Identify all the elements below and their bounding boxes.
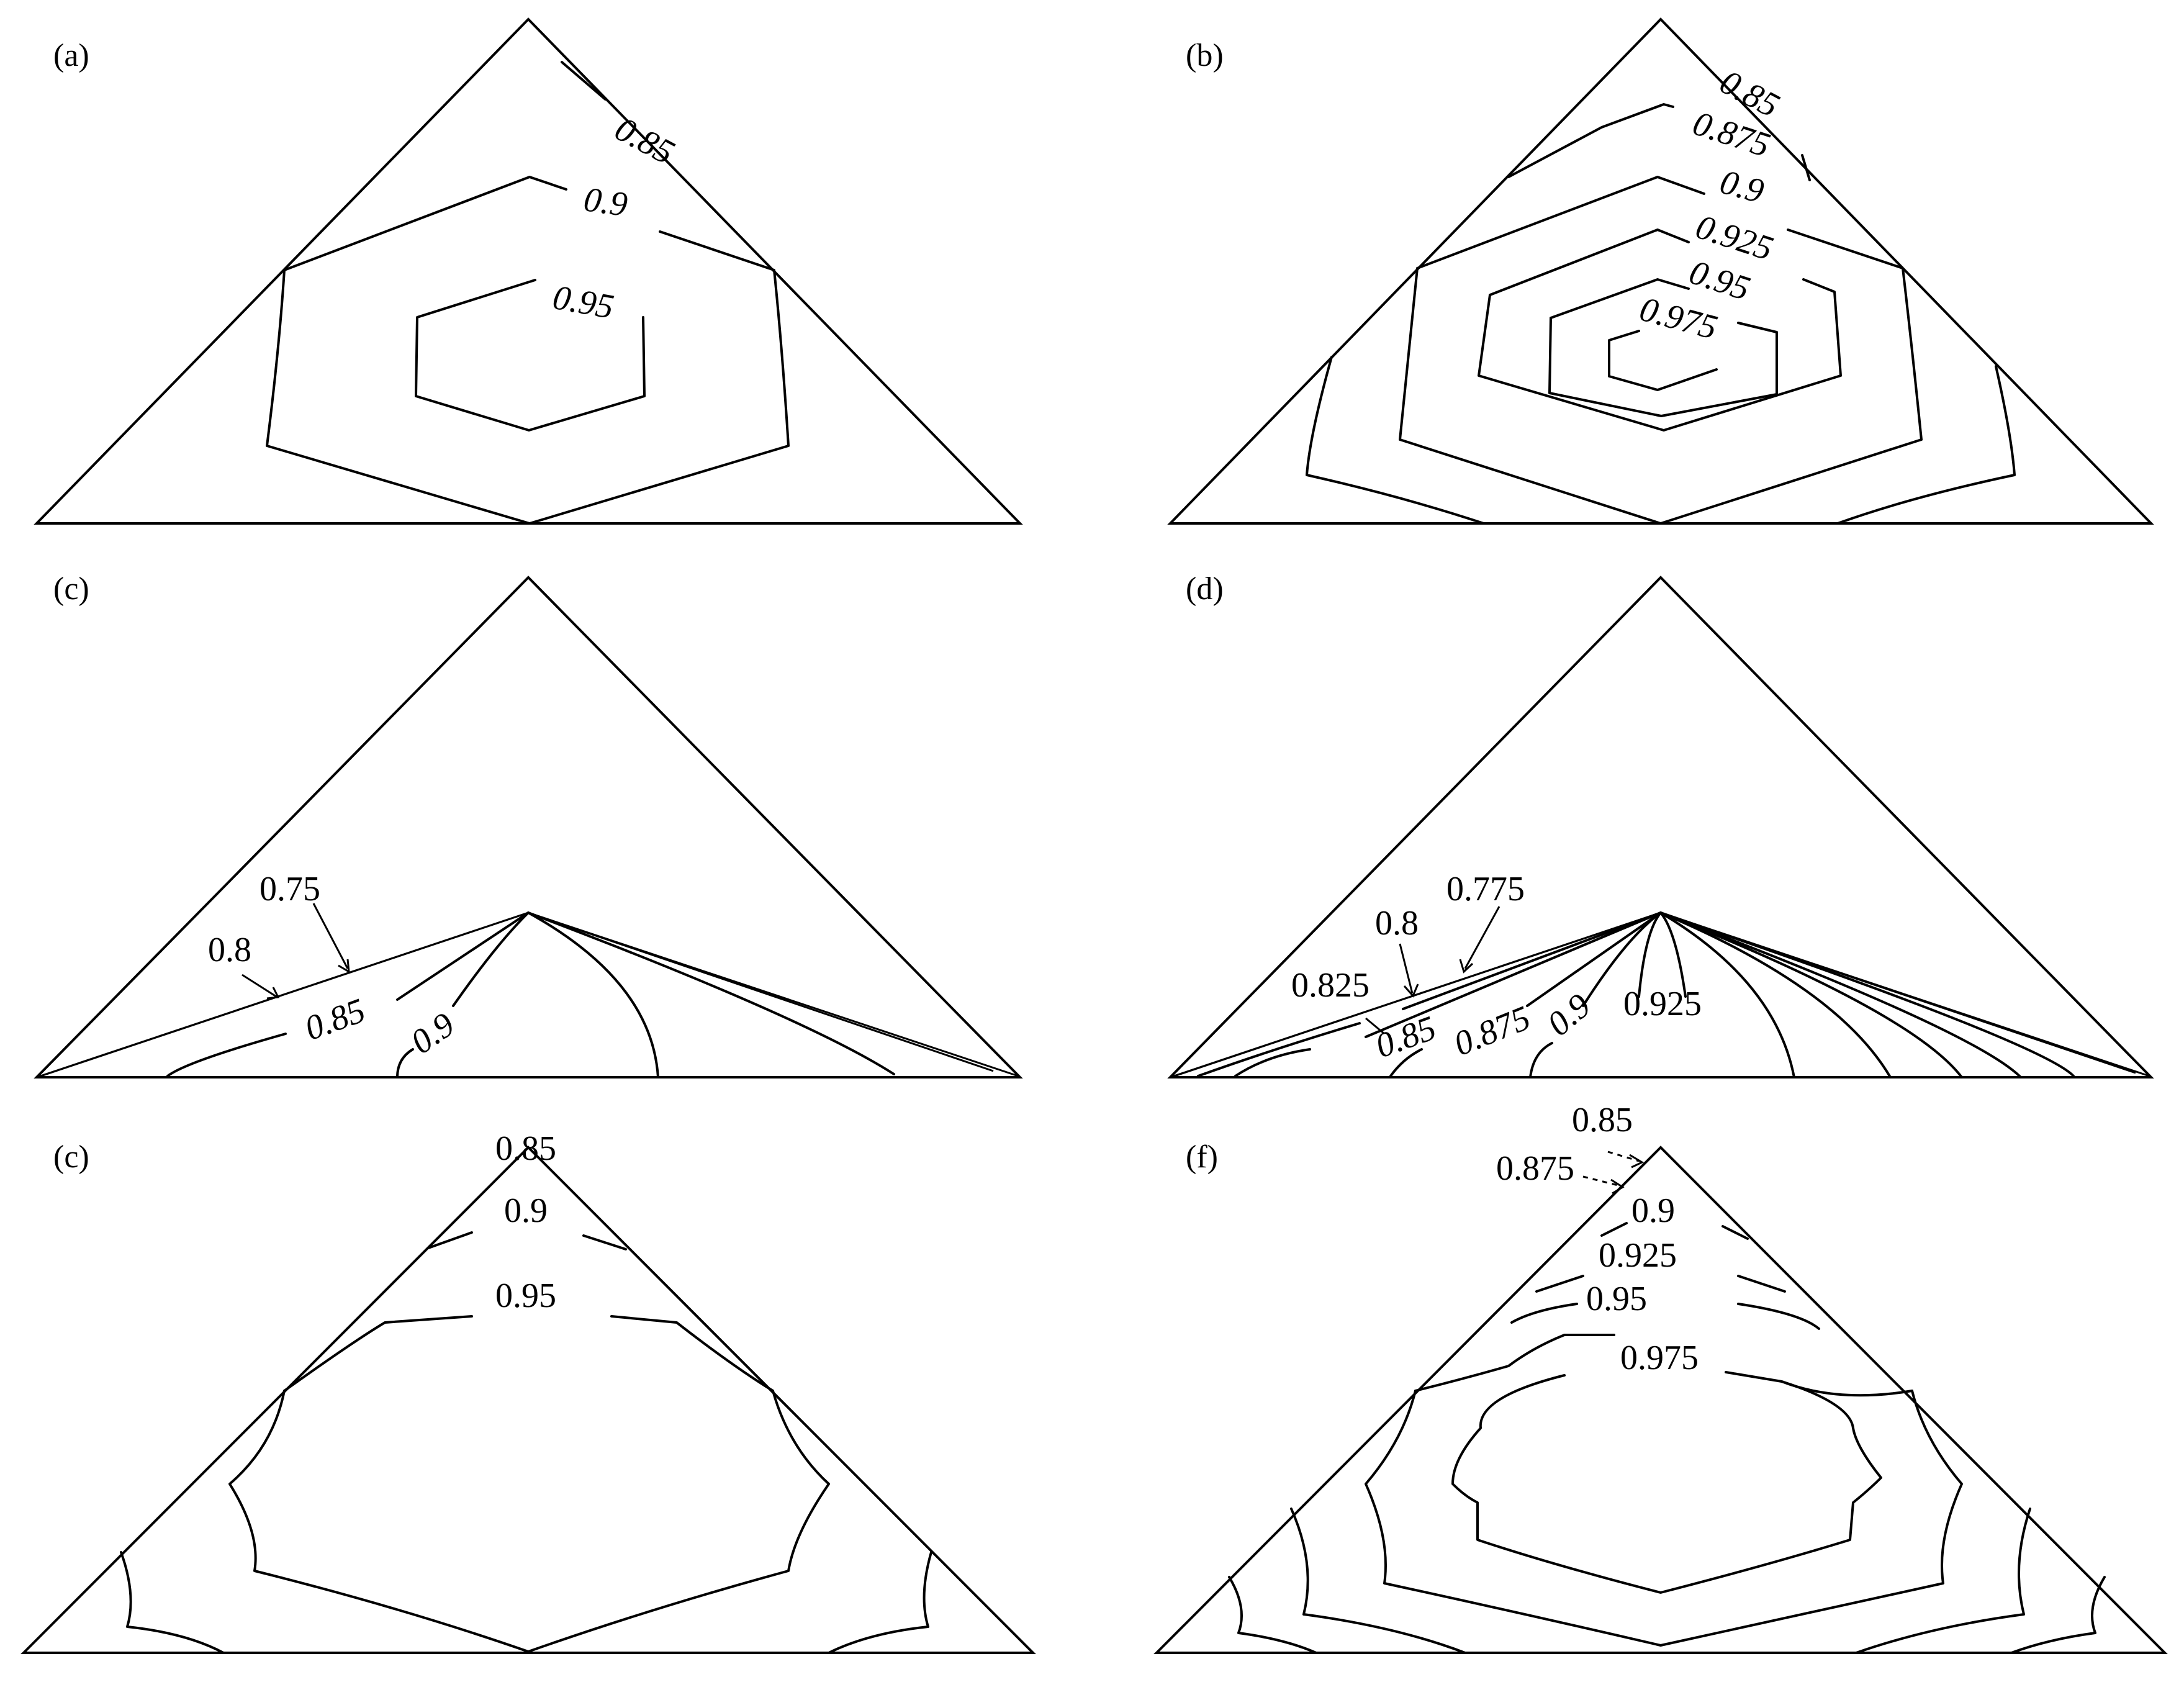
panel-a: (a) 0.85 0.9 0.95 — [34, 17, 1023, 525]
panel-d: (d) 0.775 0.8 0.825 0.85 0.875 0.9 0.925 — [1167, 571, 2154, 1078]
panel-a-triangle — [34, 17, 1023, 525]
panel-d-contour-0.825 — [1197, 911, 1662, 1077]
panel-e-contour-corner-br — [828, 1551, 932, 1654]
panel-d-arrow-0.775 — [1464, 906, 1500, 969]
panel-b-contour-top-right — [1801, 154, 1811, 181]
panel-d-label-4: 0.875 — [1449, 998, 1536, 1064]
panel-d-contour-right-2 — [1659, 911, 1892, 1078]
panel-b-contour-0.975 — [1608, 330, 1718, 391]
panel-d-contour-right-7 — [1660, 911, 2150, 1077]
panel-f-arrow-0.875 — [1582, 1175, 1621, 1187]
panel-e-contour-0.95 — [283, 1315, 774, 1392]
panel-f-arrow-0.85 — [1607, 1151, 1640, 1162]
panel-b-contour-0.95 — [1548, 278, 1778, 417]
panel-b-contour-0.9 — [1399, 176, 1923, 525]
panel-f-contour-0.925 — [1535, 1275, 1786, 1293]
panel-f-contour-corner-br-2 — [2010, 1576, 2106, 1654]
panel-b: (b) 0.85 0.875 0.9 0.925 0.95 0.975 — [1167, 17, 2154, 525]
panel-f-label-1: 0.875 — [1496, 1149, 1574, 1188]
panel-a-contour-0.95 — [415, 279, 646, 432]
panel-c-arrow-0.8 — [241, 974, 277, 998]
panel-c-arrowhead-0.8 — [266, 987, 280, 1000]
panel-b-label-2: 0.9 — [1716, 163, 1768, 211]
panel-d-contour-right-1 — [1659, 911, 1795, 1078]
panel-f-contour-corner-br-1 — [1855, 1508, 2031, 1654]
panel-a-title: (a) — [53, 38, 89, 73]
panel-c-contour-right-2 — [527, 911, 895, 1075]
panel-c-contour-0.9 — [396, 911, 530, 1078]
panel-b-contour-0.925 — [1478, 228, 1842, 432]
panel-f-label-4: 0.95 — [1586, 1280, 1647, 1318]
panel-e-title: (c) — [53, 1139, 89, 1175]
panel-d-contour-0.9 — [1529, 911, 1662, 1078]
panel-e-contour-corner-bl — [120, 1551, 225, 1654]
panel-d-arrowhead-0.775 — [1459, 959, 1474, 974]
panel-e-triangle — [20, 1146, 1036, 1654]
panel-c-title: (c) — [53, 571, 89, 607]
panel-c-arrow-0.75 — [312, 903, 349, 969]
panel-b-contour-0.875 — [1507, 103, 1674, 178]
panel-d-contour-0.8 — [1174, 911, 1661, 1077]
panel-f-label-2: 0.9 — [1631, 1191, 1675, 1230]
panel-f-label-0: 0.85 — [1572, 1101, 1633, 1139]
panel-d-title: (d) — [1186, 571, 1224, 607]
panel-c-contour-0.8 — [40, 911, 529, 1077]
panel-d-label-2: 0.825 — [1291, 966, 1370, 1005]
panel-e-contour-inner — [228, 1390, 830, 1653]
panel-d-contour-right-4 — [1659, 911, 2022, 1078]
panel-f-contour-corner-bl-2 — [1228, 1576, 1317, 1654]
panel-d-arrow-0.8 — [1399, 943, 1414, 994]
panel-e: (c) 0.85 0.9 0.95 — [20, 1129, 1036, 1654]
panel-c-label-0: 0.75 — [259, 870, 320, 908]
panel-f-arrowhead-0.875 — [1610, 1178, 1625, 1195]
panel-c-contour-right-1 — [527, 911, 659, 1078]
panel-a-label-2: 0.95 — [550, 278, 616, 327]
panel-d-arrowhead-0.8 — [1403, 983, 1419, 998]
panel-c-arrowhead-0.75 — [338, 959, 350, 974]
panel-e-contour-0.9 — [427, 1231, 627, 1250]
panel-d-contour-0.875 — [1389, 911, 1662, 1077]
panel-d-contour-right-3 — [1659, 911, 1963, 1078]
panel-f-contour-corner-bl-1 — [1290, 1508, 1466, 1654]
panel-f-triangle — [1153, 1146, 2168, 1654]
panel-d-label-0: 0.775 — [1446, 870, 1525, 908]
panel-d-triangle — [1167, 576, 2154, 1078]
panel-f-arrowhead-0.85 — [1629, 1154, 1645, 1169]
panel-d-label-1: 0.8 — [1375, 904, 1419, 943]
panel-c-triangle — [34, 576, 1023, 1078]
panel-e-label-2: 0.95 — [495, 1277, 556, 1315]
panel-c-label-2: 0.85 — [300, 991, 370, 1048]
panel-c-label-1: 0.8 — [208, 931, 251, 969]
panel-e-label-0: 0.85 — [495, 1129, 556, 1168]
panel-d-arrow-0.825 — [1365, 1017, 1385, 1035]
panel-f-label-3: 0.925 — [1599, 1236, 1677, 1275]
panel-e-label-1: 0.9 — [504, 1191, 548, 1230]
panel-b-triangle — [1167, 17, 2154, 525]
panel-f-contour-inner — [1451, 1374, 1882, 1594]
panel-b-title: (b) — [1186, 38, 1224, 73]
panel-a-contour-0.9 — [266, 176, 790, 525]
panel-b-contour-corner-br — [1836, 365, 2016, 525]
panel-a-label-1: 0.9 — [582, 180, 630, 224]
panel-f-title: (f) — [1186, 1139, 1218, 1175]
panel-c: (c) 0.75 0.8 0.85 0.9 — [34, 571, 1023, 1078]
panel-f-label-5: 0.975 — [1620, 1339, 1699, 1377]
panel-f-contour-outer — [1365, 1390, 1963, 1647]
panel-c-label-3: 0.9 — [404, 1005, 462, 1062]
panel-b-label-5: 0.975 — [1636, 290, 1721, 347]
panel-b-contour-corner-bl — [1306, 356, 1485, 525]
panel-a-contour-0.85 — [561, 61, 607, 101]
panel-d-label-3: 0.85 — [1371, 1009, 1441, 1066]
panel-f: (f) 0.85 0.875 0.9 0.925 0.95 0.975 — [1153, 1101, 2168, 1654]
panel-f-contour-0.95 — [1510, 1303, 1820, 1330]
panel-c-contour-0.85 — [166, 911, 530, 1077]
panel-c-contour-right-4 — [528, 911, 1019, 1077]
panel-d-label-6: 0.925 — [1623, 985, 1702, 1023]
panel-f-contour-0.9 — [1600, 1222, 1749, 1240]
panel-d-contour-0.85 — [1234, 911, 1662, 1077]
